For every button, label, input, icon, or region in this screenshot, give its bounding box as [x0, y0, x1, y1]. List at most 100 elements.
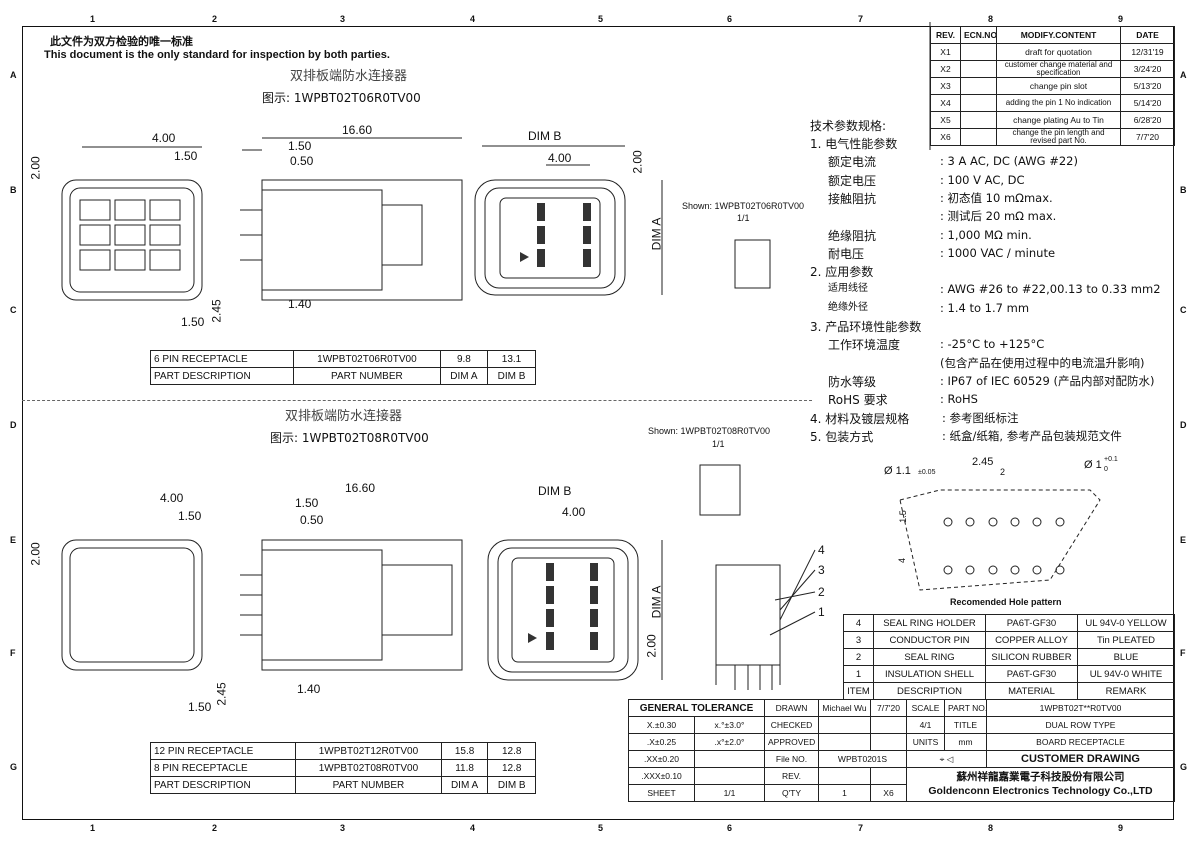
table-row: GENERAL TOLERANCE DRAWN Michael Wu 7/7'2… — [628, 699, 1175, 717]
zone-col-1: 1 — [90, 14, 96, 24]
shown-label-2: Shown: 1WPBT02T08R0TV00 — [648, 426, 771, 436]
dim-1-50: 1.50 — [174, 149, 198, 163]
spec-value: : 1,000 MΩ min. — [940, 227, 1032, 242]
table-row: .XXX±0.10 REV. 蘇州祥龍嘉業電子科技股份有限公司 Goldenco… — [628, 767, 1175, 802]
dim-2-45: 2.45 — [209, 299, 224, 323]
zone-col-6: 6 — [727, 823, 733, 833]
view1-subtitle: 图示: 1WPBT02T06R0TV00 — [262, 91, 421, 105]
spec-value: : 纸盒/纸箱, 参考产品包装规范文件 — [942, 428, 1122, 443]
company-en: Goldenconn Electronics Technology Co.,LT… — [928, 784, 1153, 797]
dim-0-50: 0.50 — [290, 154, 314, 168]
drawing-frame — [22, 26, 1174, 820]
hole-pitch: 2.45 — [972, 456, 994, 468]
zone-row-C: C — [10, 305, 17, 315]
dim-2-45: 2.45 — [214, 682, 229, 706]
spec-value: : -25°C to +125°C — [940, 337, 1045, 352]
note-en: This document is the only standard for i… — [44, 49, 390, 61]
dim-2-00b: 2.00 — [644, 634, 659, 658]
zone-col-6: 6 — [727, 14, 733, 24]
zone-row-B: B — [1180, 185, 1187, 195]
zone-row-G: G — [1180, 762, 1188, 772]
hole-pattern — [899, 489, 1101, 591]
dim-b: DIM B — [528, 129, 562, 143]
zone-row-E: E — [10, 535, 17, 545]
shown-label-1: Shown: 1WPBT02T06R0TV00 — [682, 201, 805, 211]
zone-col-4: 4 — [470, 823, 476, 833]
zone-col-3: 3 — [340, 823, 346, 833]
projection-symbol: ⌖ ◁ — [906, 750, 987, 768]
dim-16-60: 16.60 — [345, 481, 376, 495]
zone-col-7: 7 — [858, 14, 864, 24]
dim-a: DIM A — [649, 585, 664, 619]
dim-0-50: 0.50 — [300, 513, 324, 527]
zone-col-1: 1 — [90, 823, 96, 833]
shown-scale-1: 1/1 — [737, 213, 750, 223]
callout-4: 4 — [818, 543, 825, 557]
dim-b: DIM B — [538, 484, 572, 498]
spec-label: 绝缘阻抗 — [828, 228, 877, 243]
side-view-2-outline — [261, 539, 463, 671]
callout-1: 1 — [818, 605, 825, 619]
spec-label: 2. 应用参数 — [810, 265, 874, 280]
dim-1-50c: 1.50 — [188, 700, 212, 714]
spec-value: : IP67 of IEC 60529 (产品内部对配防水) — [940, 373, 1155, 388]
zone-row-F: F — [1180, 648, 1186, 658]
front-view-2-outline — [61, 539, 203, 671]
dim-2-00: 2.00 — [28, 156, 43, 180]
hole-d-left-tol: ±0.05 — [918, 469, 936, 476]
spec-label: 5. 包装方式 — [810, 429, 874, 444]
front-view-1-cells — [79, 199, 181, 271]
spec-value: : 参考图纸标注 — [942, 410, 1019, 425]
spec-label: 防水等级 — [828, 374, 877, 389]
dim-2-00: 2.00 — [28, 542, 43, 566]
hole-pitch2: 2 — [1000, 467, 1006, 477]
spec-label: 接触阻抗 — [828, 191, 877, 206]
divider — [22, 400, 812, 401]
spec-label: 耐电压 — [828, 246, 865, 261]
spec-label: 3. 产品环境性能参数 — [810, 320, 922, 334]
zone-row-D: D — [1180, 420, 1187, 430]
front-view-1-outline — [61, 179, 203, 301]
zone-row-A: A — [10, 70, 17, 80]
zone-col-4: 4 — [470, 14, 476, 24]
dim-4-00b: 4.00 — [562, 505, 586, 519]
hole-v4: 4 — [897, 557, 908, 564]
dim-1-50: 1.50 — [178, 509, 202, 523]
zone-col-7: 7 — [858, 823, 864, 833]
view1-title: 双排板端防水连接器 — [290, 69, 408, 84]
spec-label: 1. 电气性能参数 — [810, 137, 898, 151]
zone-row-D: D — [10, 420, 17, 430]
spec-label: 额定电压 — [828, 173, 877, 188]
company-cn: 蘇州祥龍嘉業電子科技股份有限公司 — [956, 771, 1125, 784]
dim-4-00: 4.00 — [152, 131, 176, 145]
callout-3: 3 — [818, 563, 825, 577]
spec-value: : 3 A AC, DC (AWG #22) — [940, 154, 1078, 169]
spec-value: : 1000 VAC / minute — [940, 245, 1056, 260]
title-block: GENERAL TOLERANCE DRAWN Michael Wu 7/7'2… — [628, 699, 1175, 802]
view2-subtitle: 图示: 1WPBT02T08R0TV00 — [270, 431, 429, 445]
spec-value: (包含产品在使用过程中的电流温升影响) — [940, 355, 1145, 370]
spec-value: : 100 V AC, DC — [940, 172, 1025, 187]
zone-row-F: F — [10, 648, 16, 658]
receptacle-view-1-outline — [474, 179, 626, 296]
spec-label: 额定电流 — [828, 155, 877, 170]
hole-d-right-tol-top: +0.1 — [1104, 456, 1118, 463]
iso-view-2 — [699, 464, 741, 516]
dim-4-00b: 4.00 — [548, 151, 572, 165]
